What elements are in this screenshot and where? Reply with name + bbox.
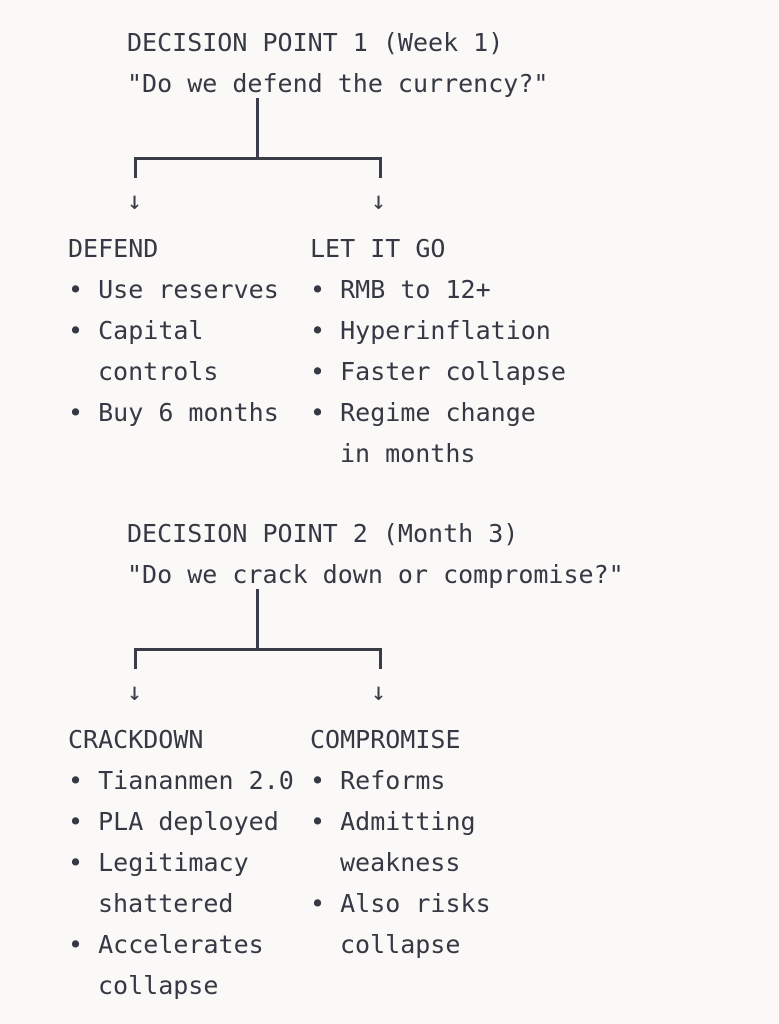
compromise-bullet-1: • Reforms [310, 760, 445, 801]
defend-bullet-2-cont: controls [98, 357, 219, 386]
tree-drop-left-2 [134, 648, 137, 669]
crackdown-bullet-3-text: Legitimacy [98, 848, 249, 877]
defend-bullet-3-text: Buy 6 months [98, 398, 279, 427]
tree-drop-left-1 [134, 157, 137, 178]
tree-drop-right-2 [379, 648, 382, 669]
crackdown-bullet-2: • PLA deployed [68, 801, 279, 842]
let-it-go-bullet-1: • RMB to 12+ [310, 269, 491, 310]
decision-point-2-title: DECISION POINT 2 (Month 3) [127, 519, 519, 548]
tree-drop-right-1 [379, 157, 382, 178]
bullet-glyph: • [68, 275, 84, 304]
crackdown-bullet-4-text: Accelerates [98, 930, 264, 959]
defend-bullet-2-text: Capital [98, 316, 204, 345]
compromise-bullet-2: • Admitting [310, 801, 476, 842]
compromise-bullet-3: • Also risks [310, 883, 491, 924]
bullet-glyph: • [310, 398, 326, 427]
branch-label-compromise: COMPROMISE [310, 725, 461, 754]
bullet-glyph: • [310, 275, 326, 304]
let-it-go-bullet-4: • Regime change [310, 392, 536, 433]
let-it-go-bullet-1-text: RMB to 12+ [340, 275, 491, 304]
crackdown-bullet-1: • Tiananmen 2.0 [68, 760, 294, 801]
crackdown-bullet-4: • Accelerates [68, 924, 264, 965]
crackdown-bullet-3: • Legitimacy [68, 842, 249, 883]
crackdown-bullet-3-cont: shattered [98, 889, 234, 918]
let-it-go-bullet-4-text: Regime change [340, 398, 536, 427]
bullet-glyph: • [68, 930, 84, 959]
crackdown-bullet-1-text: Tiananmen 2.0 [98, 766, 294, 795]
tree-hbar-1 [134, 157, 382, 160]
let-it-go-bullet-3-text: Faster collapse [340, 357, 566, 386]
compromise-bullet-3-cont: collapse [340, 930, 461, 959]
decision-point-2-question: "Do we crack down or compromise?" [127, 560, 624, 589]
defend-bullet-3: • Buy 6 months [68, 392, 279, 433]
bullet-glyph: • [310, 357, 326, 386]
compromise-bullet-1-text: Reforms [340, 766, 446, 795]
bullet-glyph: • [68, 807, 84, 836]
crackdown-bullet-4-cont: collapse [98, 971, 219, 1000]
branch-label-let-it-go: LET IT GO [310, 234, 446, 263]
defend-bullet-1: • Use reserves [68, 269, 279, 310]
let-it-go-bullet-3: • Faster collapse [310, 351, 566, 392]
branch-arrow-left-2: ↓ [127, 677, 143, 706]
bullet-glyph: • [68, 316, 84, 345]
compromise-bullet-2-cont: weakness [340, 848, 461, 877]
let-it-go-bullet-4-cont: in months [340, 439, 476, 468]
compromise-bullet-3-text: Also risks [340, 889, 491, 918]
bullet-glyph: • [68, 848, 84, 877]
bullet-glyph: • [310, 807, 326, 836]
branch-label-crackdown: CRACKDOWN [68, 725, 204, 754]
tree-stem-1 [256, 98, 259, 158]
bullet-glyph: • [310, 766, 326, 795]
crackdown-bullet-2-text: PLA deployed [98, 807, 279, 836]
bullet-glyph: • [310, 316, 326, 345]
defend-bullet-1-text: Use reserves [98, 275, 279, 304]
decision-point-1-question: "Do we defend the currency?" [127, 69, 549, 98]
let-it-go-bullet-2-text: Hyperinflation [340, 316, 551, 345]
defend-bullet-2: • Capital [68, 310, 203, 351]
bullet-glyph: • [68, 766, 84, 795]
branch-arrow-right-1: ↓ [371, 186, 387, 215]
bullet-glyph: • [310, 889, 326, 918]
tree-stem-2 [256, 589, 259, 649]
decision-point-1-title: DECISION POINT 1 (Week 1) [127, 28, 504, 57]
branch-arrow-left-1: ↓ [127, 186, 143, 215]
branch-arrow-right-2: ↓ [371, 677, 387, 706]
let-it-go-bullet-2: • Hyperinflation [310, 310, 551, 351]
branch-label-defend: DEFEND [68, 234, 159, 263]
compromise-bullet-2-text: Admitting [340, 807, 476, 836]
tree-hbar-2 [134, 648, 382, 651]
bullet-glyph: • [68, 398, 84, 427]
